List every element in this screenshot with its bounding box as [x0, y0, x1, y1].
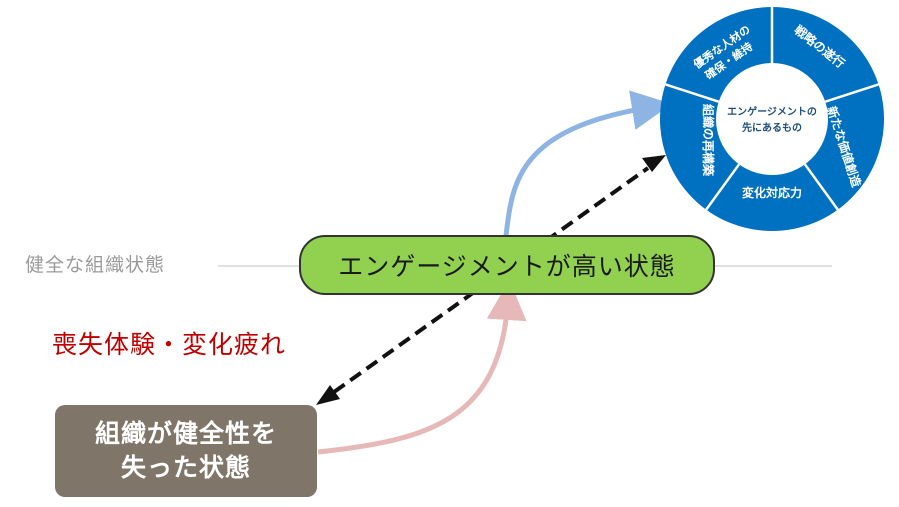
loss-fatigue-label: 喪失体験・変化疲れ: [52, 330, 287, 359]
wheel-segment-adaptability: 変化対応力: [742, 185, 802, 200]
wheel-divider: [705, 163, 741, 211]
healthy-state-label: 健全な組織状態: [25, 254, 166, 276]
wheel-center-line-1: エンゲージメントの: [727, 105, 817, 118]
high-engagement-label: エンゲージメントが高い状態: [338, 252, 676, 281]
unhealthy-state-box: 組織が健全性を 失った状態: [55, 405, 317, 497]
dashed-arrow-head-top: [642, 155, 666, 172]
recovery-arrow: [503, 90, 672, 237]
high-engagement-box: エンゲージメントが高い状態: [299, 235, 715, 295]
decline-arrow: [317, 280, 527, 455]
unhealthy-state-line-2: 失った状態: [120, 453, 251, 482]
engagement-wheel: エンゲージメントの 先にあるもの 優秀な人材の 確保・維持 戦略の遂行 新たな価…: [660, 7, 884, 231]
wheel-divider: [665, 83, 720, 103]
wheel-segment-restructuring: 組織の再構築: [701, 104, 716, 177]
wheel-divider: [803, 163, 839, 211]
wheel-divider: [824, 83, 879, 103]
wheel-center-line-2: 先にあるもの: [742, 121, 802, 134]
dashed-arrow-head-bottom: [316, 385, 340, 405]
unhealthy-state-line-1: 組織が健全性を: [94, 419, 277, 448]
